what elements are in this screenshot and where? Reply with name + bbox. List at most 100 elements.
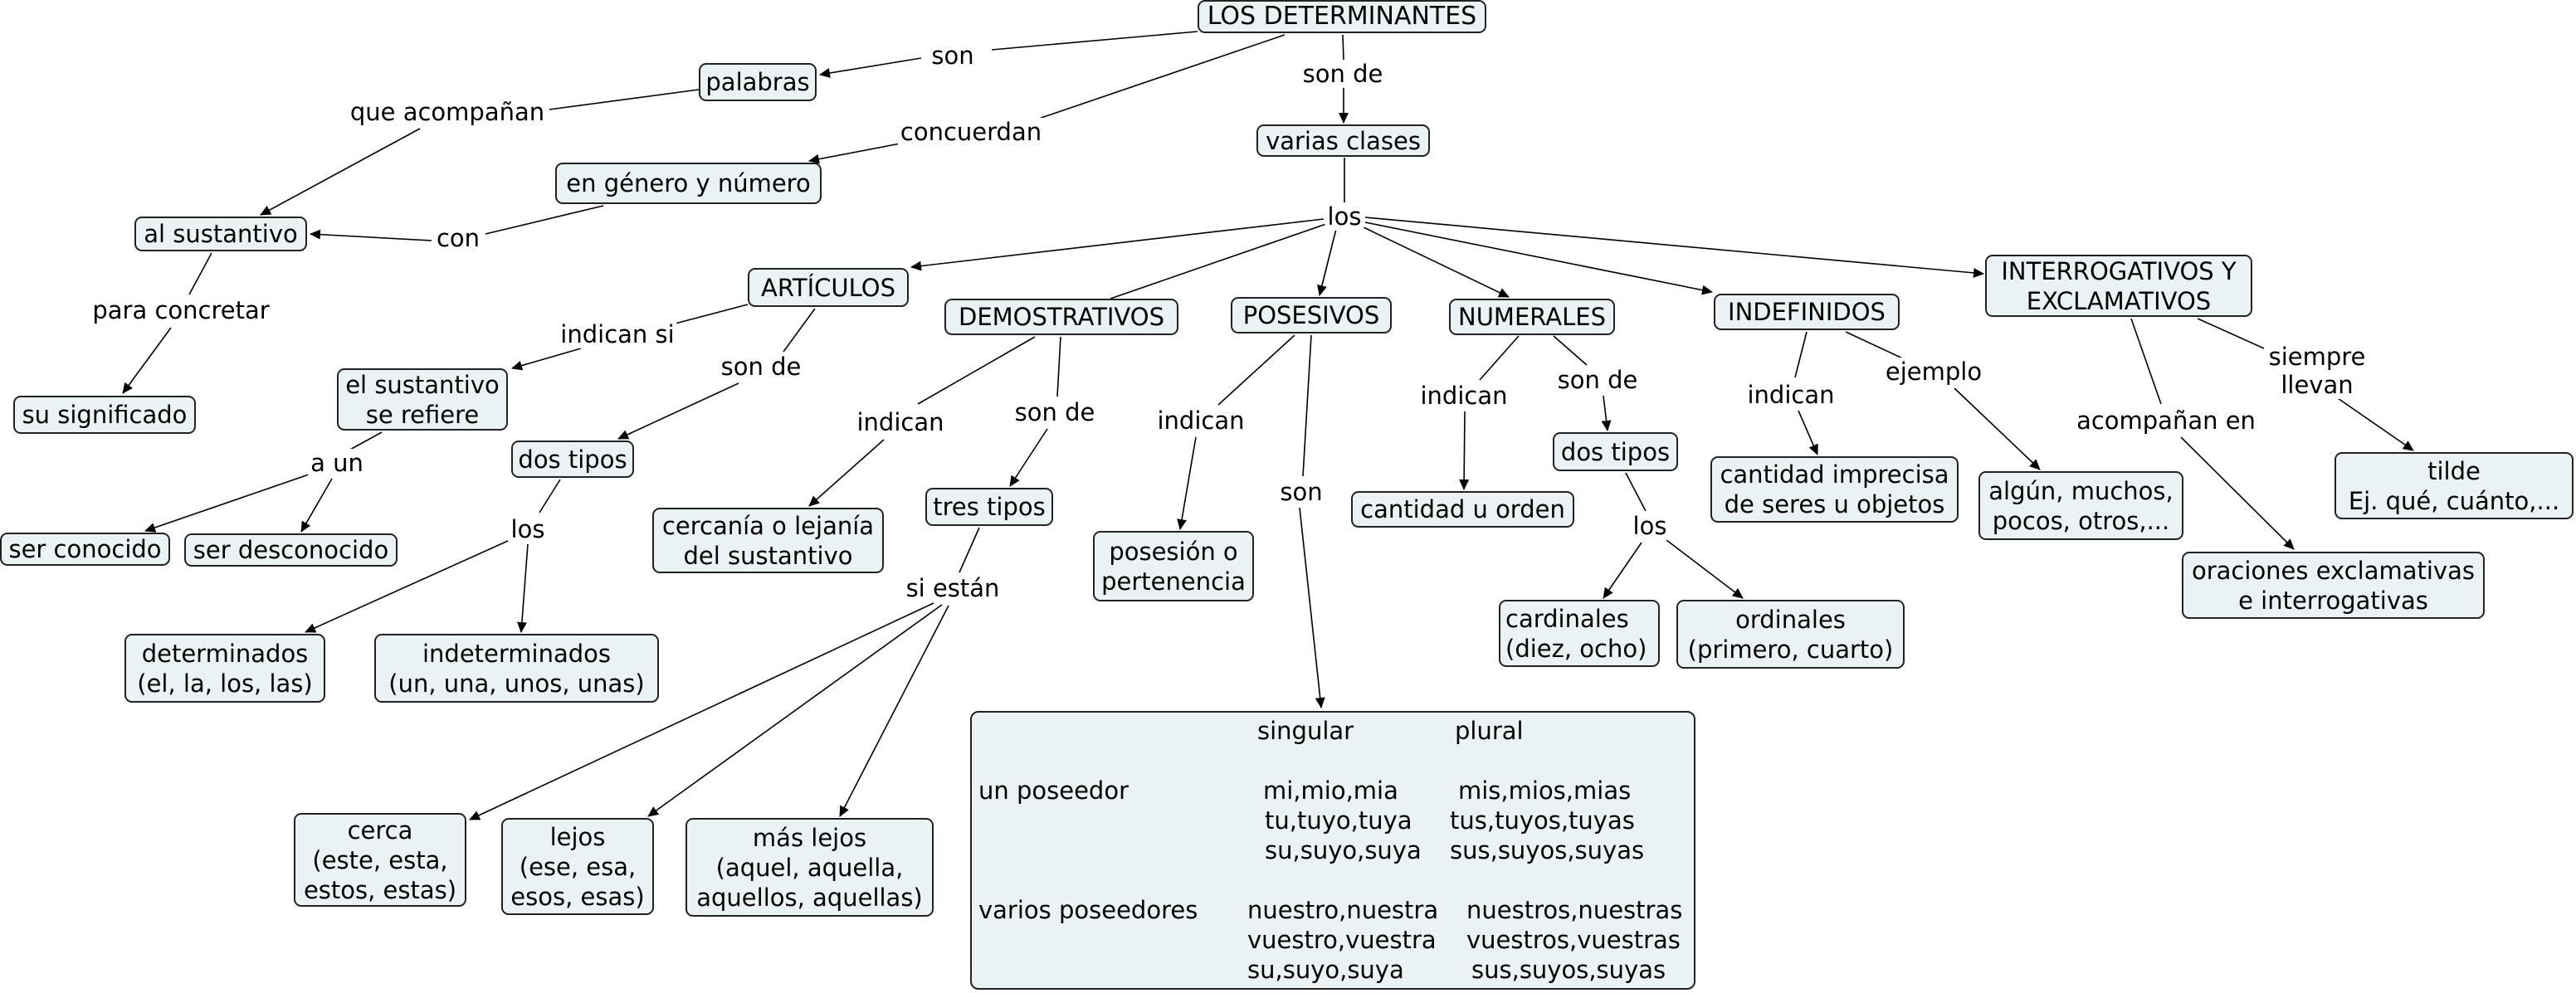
line-dostipos-los	[539, 479, 561, 514]
node-cardinales[interactable]: cardinales (diez, ocho)	[1499, 600, 1660, 667]
table-cell: su,suyo,suya	[1247, 956, 1404, 984]
node-text: dos tipos	[518, 445, 627, 474]
node-indefinidos[interactable]: INDEFINIDOS	[1714, 294, 1900, 330]
node-possessives-table[interactable]: singular plural un poseedor mi,mio,mia t…	[970, 711, 1695, 990]
node-algun-muchos[interactable]: algún, muchos, pocos, otros,...	[1978, 471, 2183, 540]
node-numerales[interactable]: NUMERALES	[1449, 299, 1615, 335]
link-label-a-un: a un	[308, 449, 366, 477]
arrow-indican-cantidad	[1459, 411, 1470, 490]
node-su-significado[interactable]: su significado	[13, 396, 196, 434]
node-text: en género y número	[566, 169, 811, 197]
node-tilde[interactable]: tilde Ej. qué, cuánto,...	[2334, 452, 2574, 519]
node-posesion[interactable]: posesión o pertenencia	[1093, 531, 1254, 601]
arrow-sonde-trestipos	[1009, 428, 1048, 487]
node-text-line: cantidad imprecisa	[1720, 460, 1949, 489]
arrow-los-cardinales	[1603, 542, 1642, 599]
arrow-queacomp-alsust	[260, 128, 421, 216]
node-text: su significado	[22, 401, 188, 429]
node-ser-conocido[interactable]: ser conocido	[0, 533, 170, 566]
node-text-line: ordinales	[1735, 605, 1846, 634]
node-text-line: EXCLAMATIVOS	[2026, 286, 2212, 315]
node-cantidad-u-orden[interactable]: cantidad u orden	[1351, 491, 1574, 528]
node-oraciones[interactable]: oraciones exclamativas e interrogativas	[2182, 552, 2485, 619]
node-genero-numero[interactable]: en género y número	[555, 163, 822, 204]
table-header-plural: plural	[1455, 717, 1524, 745]
table-header-singular: singular	[1257, 717, 1354, 745]
node-posesivos[interactable]: POSESIVOS	[1231, 297, 1392, 333]
node-text-line: esos, esas)	[510, 882, 645, 911]
node-cantidad-imprecisa[interactable]: cantidad imprecisa de seres u objetos	[1710, 456, 1959, 523]
arrow-para-signif	[122, 327, 172, 394]
node-dos-tipos-articulos[interactable]: dos tipos	[511, 441, 634, 478]
link-label-line: siempre	[2268, 343, 2366, 371]
node-text-line: cerca	[347, 815, 413, 845]
node-text-line: posesión o	[1109, 537, 1238, 566]
arrow-son-table	[1299, 507, 1325, 708]
node-articulos[interactable]: ARTÍCULOS	[748, 268, 909, 307]
node-text-line: indeterminados	[422, 639, 612, 668]
arrow-son-palabras	[819, 57, 922, 78]
node-ordinales[interactable]: ordinales (primero, cuarto)	[1676, 600, 1905, 669]
line-elsust-aun	[348, 431, 383, 451]
arrow-aun-desconocido	[300, 478, 333, 533]
node-text: ARTÍCULOS	[761, 273, 895, 302]
node-text-line: algún, muchos,	[1988, 476, 2174, 505]
node-varias-clases[interactable]: varias clases	[1256, 124, 1430, 157]
arrow-los-indefinidos	[1364, 221, 1713, 295]
node-text-line: (el, la, los, las)	[137, 669, 313, 698]
node-text-line: (este, esta,	[312, 845, 448, 874]
node-text: ser conocido	[8, 535, 162, 563]
node-text: varias clases	[1266, 126, 1421, 155]
node-indeterminados[interactable]: indeterminados (un, una, unos, unas)	[374, 634, 659, 703]
node-text: tres tipos	[933, 493, 1046, 521]
line-art-sonde	[783, 308, 816, 353]
node-text-line: INTERROGATIVOS Y	[2001, 256, 2237, 285]
link-label-si-estan: si están	[903, 574, 1003, 602]
node-cercania[interactable]: cercanía o lejanía del sustantivo	[652, 508, 884, 573]
node-text-line: de seres u objetos	[1724, 490, 1945, 518]
line-root-sonde	[1342, 34, 1344, 61]
node-lejos[interactable]: lejos (ese, esa, esos, esas)	[501, 818, 654, 915]
node-text-line: (diez, ocho)	[1505, 634, 1647, 663]
node-text-line: determinados	[141, 639, 309, 668]
node-cerca[interactable]: cerca (este, esta, estos, estas)	[294, 813, 466, 907]
link-label-acompanan-en: acompañan en	[2074, 406, 2258, 435]
arrow-indican-cercania	[808, 439, 885, 507]
node-text: ser desconocido	[193, 536, 389, 564]
node-demostrativos[interactable]: DEMOSTRATIVOS	[944, 299, 1178, 335]
line-interrog-siempre	[2197, 318, 2265, 349]
link-label-son: son	[929, 41, 977, 70]
node-text-line: e interrogativas	[2238, 586, 2428, 615]
node-el-sustantivo-se-refiere[interactable]: el sustantivo se refiere	[337, 368, 508, 431]
link-label-ejemplo: ejemplo	[1882, 358, 1985, 386]
arrow-los-ordinales	[1666, 539, 1744, 599]
node-interrogativos-exclamativos[interactable]: INTERROGATIVOS Y EXCLAMATIVOS	[1985, 255, 2252, 317]
link-label-son-posesivos: son	[1277, 478, 1325, 506]
line-genero-con	[485, 205, 604, 235]
arrow-llevan-tilde	[2334, 396, 2414, 451]
node-tres-tipos[interactable]: tres tipos	[925, 488, 1053, 526]
node-ser-desconocido[interactable]: ser desconocido	[184, 533, 398, 567]
node-mas-lejos[interactable]: más lejos (aquel, aquella, aquellos, aqu…	[685, 818, 934, 917]
node-al-sustantivo[interactable]: al sustantivo	[134, 217, 307, 251]
line-num-sonde	[1553, 335, 1588, 366]
node-palabras[interactable]: palabras	[699, 63, 817, 101]
node-text: dos tipos	[1560, 437, 1671, 466]
node-dos-tipos-numerales[interactable]: dos tipos	[1553, 432, 1678, 471]
node-determinados[interactable]: determinados (el, la, los, las)	[124, 634, 325, 703]
node-text-line: aquellos, aquellas)	[696, 883, 923, 912]
node-text-line: lejos	[549, 822, 606, 851]
node-text-line: pertenencia	[1101, 567, 1246, 596]
line-demo-indican	[917, 336, 1036, 405]
node-text-line: (ese, esa,	[519, 852, 637, 881]
link-label-indican-demostrativos: indican	[854, 408, 947, 436]
node-los-determinantes[interactable]: LOS DETERMINANTES	[1198, 0, 1486, 33]
node-text-line: (primero, cuarto)	[1687, 635, 1894, 664]
line-alsust-para	[188, 252, 212, 295]
table-cell: nuestros,nuestras	[1466, 896, 1683, 924]
arrow-los-posesivos	[1317, 228, 1337, 296]
node-text: DEMOSTRATIVOS	[958, 303, 1164, 331]
link-label-indican-numerales: indican	[1417, 382, 1510, 410]
line-dostiposnum-los	[1625, 472, 1647, 512]
line-pos-indican	[1217, 334, 1295, 406]
